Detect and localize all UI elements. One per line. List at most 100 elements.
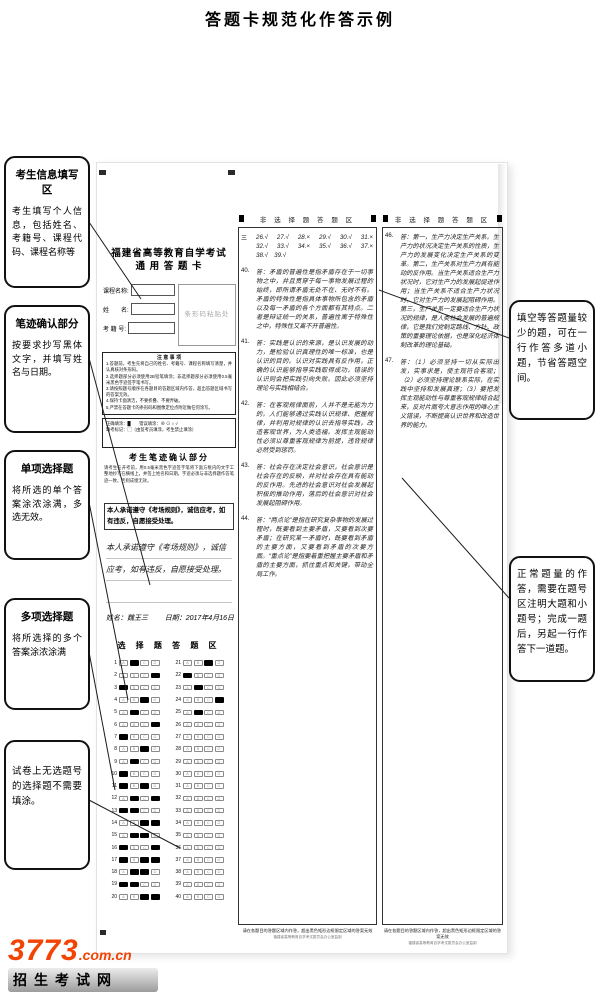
filled-answer-bubble: [119, 807, 128, 814]
answer-bubble: A: [183, 783, 192, 789]
essay-footer-copyright: 福建省高等教育自学考试委员会办公室监制: [408, 941, 477, 945]
answer-bubble: B: [193, 844, 203, 851]
answer-bubble: B: [129, 857, 139, 863]
answer-bubble: D: [214, 660, 224, 666]
answer-bubble: C: [204, 746, 213, 752]
timing-mark: [383, 215, 388, 222]
answer-bubble: B: [129, 844, 139, 851]
answer-bubble: A: [183, 857, 192, 863]
logo-subtitle[interactable]: 招生考试网: [8, 968, 158, 992]
question-number: 32: [175, 795, 181, 802]
site-logo[interactable]: 3773.com.cn 招生考试网: [8, 934, 158, 992]
card-title-line2: 通 用 答 题 卡: [135, 261, 203, 272]
answer-bubble: D: [150, 697, 160, 703]
answer-bubble: A: [183, 832, 192, 839]
answer-bubble: C: [204, 709, 213, 716]
answer-bubble: D: [150, 869, 160, 875]
field-course-name: 课程名称:: [103, 284, 175, 296]
logo-domain[interactable]: .com.cn: [78, 947, 132, 963]
handwritten-answer-text: 26.√ 27.√ 28.× 29.√ 30.√ 31.× 32.√ 33.√ …: [256, 234, 376, 259]
question-number: 31: [175, 783, 181, 790]
answer-bubble: D: [150, 758, 160, 765]
answer-bubble: B: [129, 771, 139, 777]
answer-bubble: D: [214, 820, 224, 826]
timing-mark: [371, 215, 376, 222]
answer-bubble: C: [140, 881, 149, 888]
callout-single-choice: 单项选择题 将所选的单个答案涂浓涂满，多选无效。: [4, 450, 90, 560]
answer-bubble: D: [214, 771, 224, 777]
question-number: 30: [175, 770, 181, 777]
answer-bubble: A: [119, 746, 128, 752]
answer-bubble: D: [214, 734, 224, 740]
answer-bubble: C: [204, 820, 213, 826]
answer-bubble: A: [119, 721, 128, 728]
answer-bubble: D: [150, 832, 160, 839]
timing-mark: [239, 215, 244, 222]
question-number: 20: [111, 893, 117, 900]
filled-answer-bubble: [119, 844, 128, 851]
signature-name: 姓名：魏王三: [106, 615, 148, 622]
answer-bubble: D: [150, 783, 160, 789]
filled-answer-bubble: [129, 881, 139, 888]
question-number: 39: [175, 881, 181, 888]
filled-answer-bubble: [119, 734, 128, 740]
callout-multi-choice: 多项选择题 将所选择的多个答案涂浓涂满: [4, 598, 90, 710]
answer-bubble: D: [214, 758, 224, 765]
question-number: 3: [114, 684, 117, 691]
notice-box-2: 正确填涂：█ 错误填涂：⊗ ⊙ ○ √缺考标记：▢（由监考员填涂，考生禁止填涂）: [102, 418, 236, 448]
essay-col-2: 非 选 择 题 答 题 区 46.答：第一，生产力决定生产关系。生产力的状况决定…: [382, 214, 503, 946]
answer-bubble: A: [119, 672, 128, 679]
notice-line: 注 意 事 项: [156, 355, 182, 361]
filled-answer-bubble: [140, 869, 149, 875]
answer-bubble: B: [193, 734, 203, 740]
answer-bubble: C: [204, 844, 213, 851]
answer-bubble: C: [140, 795, 149, 802]
question-number: 34: [175, 820, 181, 826]
answer-bubble: A: [183, 697, 192, 703]
filled-answer-bubble: [140, 820, 149, 826]
answer-bubble: A: [183, 709, 192, 716]
filled-answer-bubble: [150, 795, 160, 802]
question-number: 11: [111, 783, 117, 790]
answer-block: 41.答：实践是认识的来源，是认识发展的动力，是检验认识真理性的唯一标准，也是认…: [241, 339, 373, 393]
question-number: 6: [114, 721, 117, 728]
handwritten-answer-text: 答：“两点论”是指在研究复杂事物的发展过程时，既要看到主要矛盾，又要看到次要矛盾…: [256, 517, 373, 578]
essay-answer-area: 46.答：第一，生产力决定生产关系。生产力的状况决定生产关系的性质，生产力的发展…: [382, 227, 503, 925]
filled-answer-bubble: [129, 807, 139, 814]
answer-bubble: B: [193, 820, 203, 826]
essay-footer-warning: 请在各题目的答题区域内作答，超出黑色矩形边框限定区域的答案无效: [242, 928, 373, 933]
filled-answer-bubble: [150, 721, 160, 728]
answer-bubble: B: [129, 697, 139, 703]
signature-row: 姓名：魏王三 日期：2017年4月16日: [106, 613, 234, 623]
answer-bubble: C: [140, 734, 149, 740]
logo-text[interactable]: 3773.com.cn: [8, 934, 158, 968]
page-title: 答题卡规范化作答示例: [204, 12, 395, 29]
notice-line: 3.请按照题号顺序在各题目的答题区域内作答，超出答题区域书写的答案无效。: [106, 386, 232, 398]
filled-answer-bubble: [150, 672, 160, 679]
answer-bubble: A: [119, 795, 128, 802]
filled-answer-bubble: [193, 709, 203, 716]
answer-bubble: C: [140, 660, 149, 666]
filled-answer-bubble: [140, 783, 149, 789]
essay-footer-copyright: 福建省高等教育自学考试委员会办公室监制: [273, 935, 342, 939]
answer-bubble: D: [150, 709, 160, 716]
answer-bubble: C: [140, 758, 149, 765]
callout-info-area: 考生信息填写区 考生填写个人信息，包括姓名、考籍号、课程代码、课程名称等: [4, 156, 90, 288]
filled-answer-bubble: [140, 832, 149, 839]
answer-block-number: 42.: [241, 401, 250, 407]
answer-bubble: D: [214, 746, 224, 752]
question-number: 16: [111, 844, 117, 851]
answer-bubble: C: [204, 734, 213, 740]
field-value-box: [128, 322, 175, 334]
answer-bubble: B: [193, 746, 203, 752]
question-number: 35: [175, 832, 181, 839]
field-label: 姓 名:: [103, 307, 129, 314]
logo-brand[interactable]: 3773: [8, 934, 79, 967]
